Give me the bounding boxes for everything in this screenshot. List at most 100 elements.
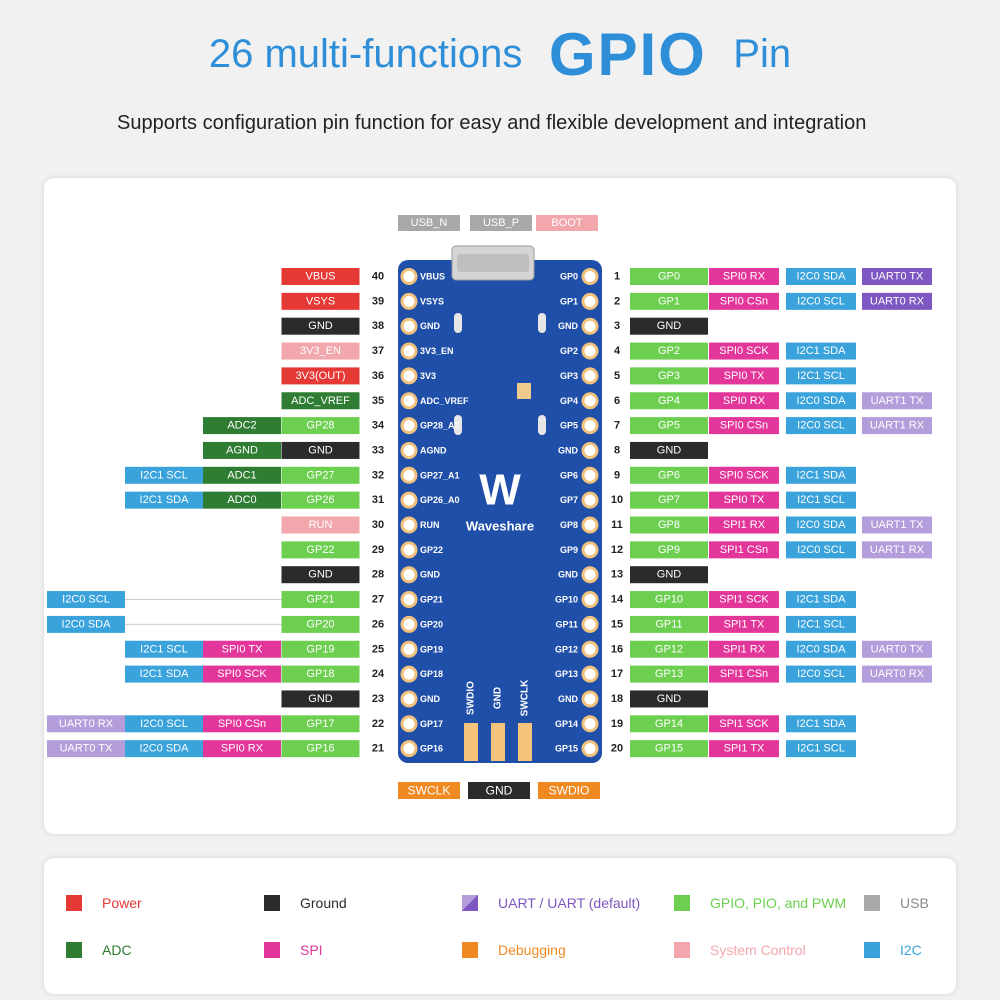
debug-pad-label-swclk: SWCLK <box>520 679 531 716</box>
label-text-gp22: GP22 <box>306 544 334 556</box>
label-text-gp19: GP19 <box>306 643 334 655</box>
label-text-vbus: VBUS <box>306 271 336 283</box>
label-box-gp16 <box>281 740 360 758</box>
label-box-gp6 <box>630 466 708 484</box>
board-pin-label-13: GND <box>558 570 579 580</box>
label-text-spi1-tx: SPI1 TX <box>724 743 765 755</box>
title-part-2: GPIO <box>548 21 707 88</box>
board-pin-label-8: GND <box>558 445 579 455</box>
label-box-gp18 <box>281 665 360 683</box>
board-pin-label-27: GP21 <box>420 595 443 605</box>
pin-number-16: 16 <box>611 643 623 655</box>
board-oval <box>454 415 462 435</box>
right-pad-17 <box>581 665 599 683</box>
label-box-spi0-sck <box>203 665 281 683</box>
board-pin-label-28: GND <box>420 570 441 580</box>
label-box-i2c0-scl <box>786 541 856 559</box>
label-box-spi0-sck <box>709 466 779 484</box>
label-text-gnd: GND <box>657 569 682 581</box>
board-pin-label-32: GP27_A1 <box>420 470 460 480</box>
label-box-gp19 <box>281 640 360 658</box>
legend-item-usb: USB <box>864 895 929 911</box>
legend-label: Ground <box>300 895 347 911</box>
label-text-gp17: GP17 <box>306 718 334 730</box>
label-box-gp20 <box>281 615 360 633</box>
label-text-spi1-tx: SPI1 TX <box>724 618 765 630</box>
pin-number-18: 18 <box>611 693 623 705</box>
label-box-spi0-csn <box>709 292 779 310</box>
legend-item-adc: ADC <box>66 942 132 958</box>
pin-number-1: 1 <box>614 271 620 283</box>
top-pin-label-boot: BOOT <box>551 217 582 229</box>
pin-number-10: 10 <box>611 494 623 506</box>
label-box-i2c0-scl <box>786 665 856 683</box>
board-pin-label-37: 3V3_EN <box>420 346 454 356</box>
legend-swatch <box>864 895 880 911</box>
board-body <box>398 260 602 763</box>
label-box-gp28 <box>281 417 360 435</box>
label-box-gp21 <box>281 591 360 609</box>
pin-number-24: 24 <box>372 668 385 680</box>
label-text-i2c0-sda: I2C0 SDA <box>797 395 847 407</box>
bottom-pin-label-gnd: GND <box>486 784 513 798</box>
pin-number-36: 36 <box>372 370 384 382</box>
board-pin-label-34: GP28_A2 <box>420 421 460 431</box>
label-box-gp7 <box>630 491 708 509</box>
top-pin-boot <box>536 215 598 231</box>
label-text-spi0-rx: SPI0 RX <box>723 271 766 283</box>
label-text-gp4: GP4 <box>658 395 680 407</box>
pin-number-23: 23 <box>372 693 384 705</box>
label-text-spi0-tx: SPI0 TX <box>724 494 765 506</box>
label-box-gp14 <box>630 715 708 733</box>
board-pin-label-25: GP19 <box>420 644 443 654</box>
label-box-i2c0-sda <box>125 740 203 758</box>
label-box-i2c0-sda <box>786 392 856 410</box>
label-text-i2c0-sda: I2C0 SDA <box>797 271 847 283</box>
pin-number-27: 27 <box>372 594 384 606</box>
legend-label: Power <box>102 895 142 911</box>
legend-label: USB <box>900 895 929 911</box>
legend-swatch <box>264 895 280 911</box>
debug-pad-swdio <box>464 723 478 761</box>
label-box-gp9 <box>630 541 708 559</box>
pin-number-15: 15 <box>611 618 623 630</box>
label-box-i2c0-scl <box>786 417 856 435</box>
left-pad-38 <box>400 317 418 335</box>
label-box-gp26 <box>281 491 360 509</box>
label-text-spi1-sck: SPI1 SCK <box>719 594 769 606</box>
label-box-uart1-rx <box>862 417 932 435</box>
pin-number-34: 34 <box>372 420 385 432</box>
label-text-gp16: GP16 <box>306 743 334 755</box>
pin-number-5: 5 <box>614 370 620 382</box>
top-pin-label-usb-n: USB_N <box>411 217 448 229</box>
legend-item-ground: Ground <box>264 895 347 911</box>
board-pin-label-19: GP14 <box>555 719 578 729</box>
label-box-gp12 <box>630 640 708 658</box>
label-text-adc2: ADC2 <box>227 420 256 432</box>
right-pad-7 <box>581 417 599 435</box>
label-box-uart0-rx <box>47 715 125 733</box>
debug-pad-label-gnd: GND <box>493 687 504 709</box>
label-box-spi0-tx <box>709 367 779 385</box>
pin-number-26: 26 <box>372 618 384 630</box>
label-box-gnd <box>281 441 360 459</box>
usb-connector-inner <box>457 254 529 272</box>
label-box-spi1-csn <box>709 541 779 559</box>
left-pad-32 <box>400 466 418 484</box>
label-text-uart0-rx: UART0 RX <box>59 718 114 730</box>
board-pin-label-38: GND <box>420 321 441 331</box>
label-box-adc-vref <box>281 392 360 410</box>
label-text-i2c1-scl: I2C1 SCL <box>797 370 845 382</box>
legend-label: ADC <box>102 942 132 958</box>
label-text-i2c0-scl: I2C0 SCL <box>797 544 845 556</box>
bottom-pin-swclk <box>398 782 460 799</box>
label-text-i2c1-sda: I2C1 SDA <box>797 345 847 357</box>
bottom-pin-label-swdio: SWDIO <box>549 784 590 798</box>
board-pin-label-35: ADC_VREF <box>420 396 469 406</box>
pin-number-3: 3 <box>614 320 620 332</box>
label-text-adc-vref: ADC_VREF <box>291 395 350 407</box>
label-text-gnd: GND <box>308 320 333 332</box>
board-led <box>517 383 531 399</box>
label-box-gp1 <box>630 292 708 310</box>
